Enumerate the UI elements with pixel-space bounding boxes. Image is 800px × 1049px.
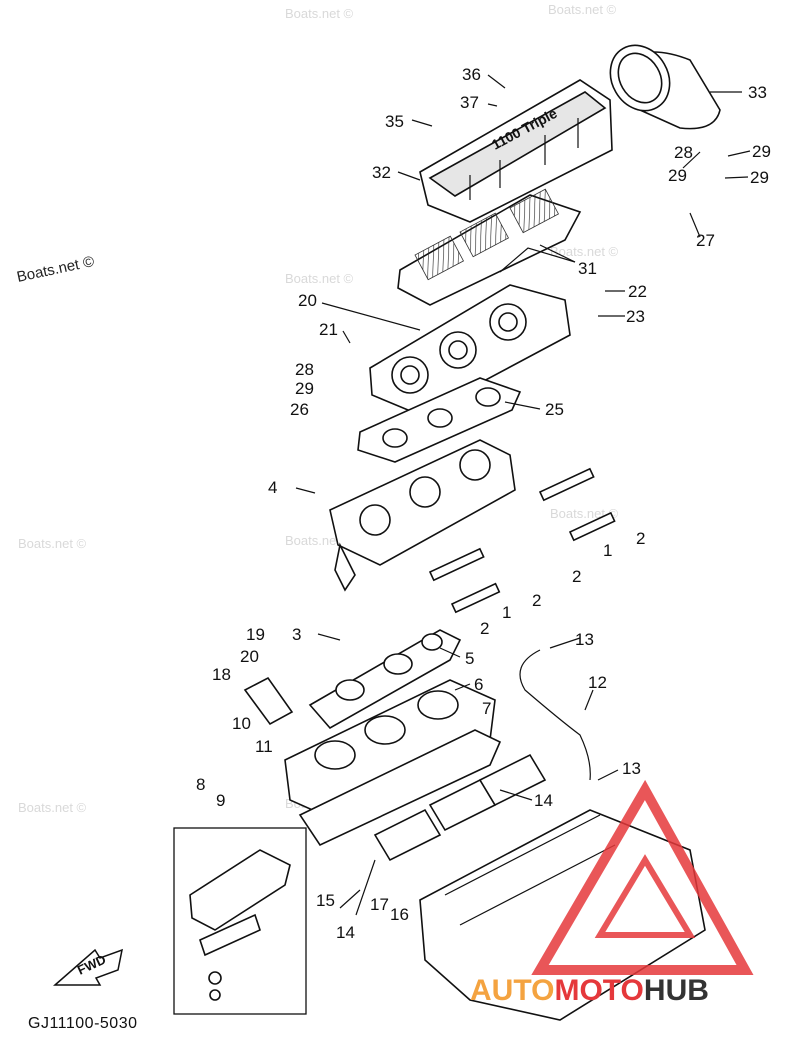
callout-number: 13 [575,630,594,649]
callout-number: 1 [502,603,511,622]
watermark-text: Boats.net © [18,800,87,815]
callout-number: 31 [578,259,597,278]
fwd-arrow-icon: FWD [53,948,123,986]
logo-text-moto: MOTO [554,974,643,1007]
manifold-gasket-part [308,629,462,730]
callout-number: 21 [319,320,338,339]
callout-number: 9 [216,791,225,810]
callout-number: 2 [532,591,541,610]
callout-number: 5 [465,649,474,668]
duct-elbow-part [609,44,721,130]
hose-part [519,649,591,781]
callout-number: 7 [482,699,491,718]
callout-number: 28 [295,360,314,379]
diagram-code-label: GJ11100-5030 [28,1015,137,1032]
callout-number: 19 [246,625,265,644]
carburetor-assembly-part [329,439,516,592]
watermark-text: Boats.net © [285,271,354,286]
callout-number: 22 [628,282,647,301]
pin-part [428,467,616,614]
automotohub-logo: AUTOMOTOHUB [470,779,754,1007]
callout-number: 12 [588,673,607,692]
callout-number: 29 [668,166,687,185]
callout-number: 3 [292,625,301,644]
callout-number: 36 [462,65,481,84]
callout-labels: 33 36 37 35 32 29 29 28 29 27 31 22 23 2… [196,65,771,942]
callout-number: 32 [372,163,391,182]
callout-number: 20 [240,647,259,666]
callout-number: 18 [212,665,231,684]
cylinder-cover-part: 1100 Triple [419,79,613,223]
callout-number: 13 [622,759,641,778]
watermark-text: Boats.net © [18,536,87,551]
callout-number: 8 [196,775,205,794]
leader-lines [295,74,751,916]
logo-text-hub: HUB [644,974,709,1007]
watermark-text: Boats.net © [548,2,617,17]
svg-text:AUTOMOTOHUB: AUTOMOTOHUB [470,974,709,1007]
callout-number: 15 [316,891,335,910]
callout-number: 27 [696,231,715,250]
callout-number: 35 [385,112,404,131]
watermark-text: Boats.net © [550,244,619,259]
callout-number: 10 [232,714,251,733]
watermark-text: Boats.net © [15,253,95,286]
callout-number: 37 [460,93,479,112]
callout-number: 25 [545,400,564,419]
callout-number: 29 [295,379,314,398]
bracket-part [243,676,294,726]
intake-body-part [284,679,496,821]
callout-number: 4 [268,478,277,497]
callout-number: 14 [336,923,355,942]
callout-number: 14 [534,791,553,810]
callout-number: 29 [752,142,771,161]
callout-number: 6 [474,675,483,694]
callout-number: 17 [370,895,389,914]
callout-number: 23 [626,307,645,326]
reed-valve-part [373,753,547,862]
callout-number: 29 [750,168,769,187]
callout-number: 2 [636,529,645,548]
logo-text-auto: AUTO [470,974,554,1007]
callout-number: 26 [290,400,309,419]
callout-number: 2 [480,619,489,638]
callout-number: 28 [674,143,693,162]
callout-number: 11 [255,737,273,756]
callout-number: 33 [748,83,767,102]
callout-number: 2 [572,567,581,586]
watermark-text: Boats.net © [285,6,354,21]
reed-plate-part [397,188,582,306]
callout-number: 1 [603,541,612,560]
reed-gasket-part [298,729,502,847]
intake-manifold-part [369,284,571,416]
inset-detail-box [173,827,307,1015]
callout-number: 16 [390,905,409,924]
callout-number: 20 [298,291,317,310]
gasket-part [357,377,522,463]
